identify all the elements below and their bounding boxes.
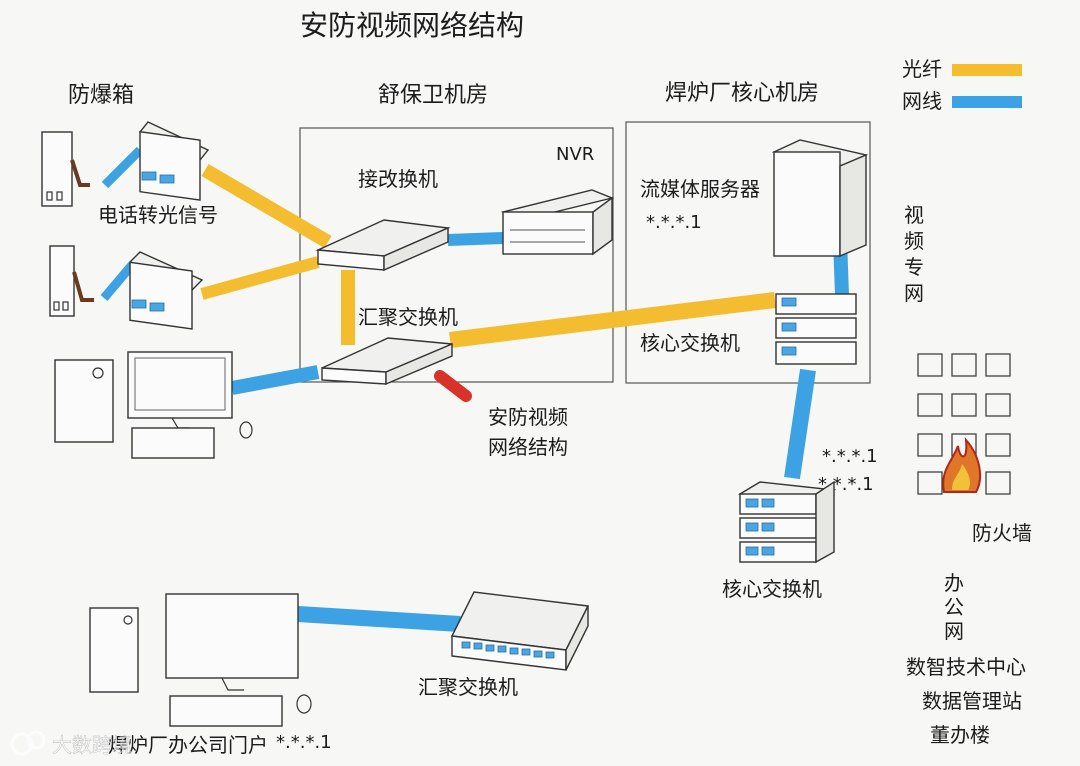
svg-text:办: 办 xyxy=(944,571,964,595)
svg-text:网: 网 xyxy=(944,619,964,643)
office-location-label: 焊炉厂办公司门户 xyxy=(108,733,268,757)
fiber-cable-1 xyxy=(201,163,332,249)
stream-server-device xyxy=(771,139,869,258)
workstation-security xyxy=(54,351,253,459)
watermark-text: 大数跨境 xyxy=(52,733,132,757)
aggregation-switch-top-label: 汇聚交换机 xyxy=(358,305,458,329)
firewall-label: 防火墙 xyxy=(972,521,1032,545)
fiber-cable-2 xyxy=(200,256,320,300)
watermark: 大数跨境 xyxy=(10,730,132,757)
network-cables xyxy=(100,146,849,632)
firewall-grid xyxy=(917,353,1011,495)
net-cable-5 xyxy=(230,365,320,395)
security-net-note-line1: 安防视频 xyxy=(488,405,568,429)
aggregation-switch-bottom-label: 汇聚交换机 xyxy=(418,675,518,699)
svg-text:专: 专 xyxy=(904,255,924,279)
red-link xyxy=(434,370,472,402)
fiber-cables xyxy=(200,163,776,348)
access-switch-label: 接改换机 xyxy=(358,167,438,191)
core-room-label: 焊炉厂核心机房 xyxy=(665,81,819,106)
office-dept-1: 数智技术中心 xyxy=(906,655,1026,679)
stream-server-ip: *.*.*.1 xyxy=(646,212,702,233)
svg-text:网: 网 xyxy=(904,281,924,305)
aggregation-switch-bottom xyxy=(450,591,590,671)
legend-fiber-label: 光纤 xyxy=(902,57,942,81)
net-cable-6 xyxy=(784,368,816,480)
svg-text:公: 公 xyxy=(944,595,964,619)
legend-network-label: 网线 xyxy=(902,89,942,113)
media-converter-label: 电话转光信号 xyxy=(98,203,218,227)
nvr-label: NVR xyxy=(556,144,594,165)
net-cable-2 xyxy=(100,262,136,301)
office-dept-3: 董办楼 xyxy=(930,723,990,747)
office-ip-label: *.*.*.1 xyxy=(276,732,332,753)
security-net-note-line2: 网络结构 xyxy=(488,435,568,459)
explosion-box-unit-2 xyxy=(49,245,204,330)
access-switch xyxy=(315,219,451,272)
ip-label-1: *.*.*.1 xyxy=(822,446,878,467)
office-dept-2: 数据管理站 xyxy=(922,689,1022,713)
core-switch-bottom xyxy=(737,480,837,564)
core-switch-top-label: 核心交换机 xyxy=(640,331,740,355)
core-switch-bottom-label: 核心交换机 xyxy=(722,577,822,601)
stream-server-label: 流媒体服务器 xyxy=(640,177,760,201)
workstation-office xyxy=(89,593,312,727)
core-switch-top xyxy=(775,293,857,365)
office-net-label: 办 公 网 xyxy=(944,571,964,643)
diagram-title: 安防视频网络结构 xyxy=(300,9,524,42)
net-cable-3 xyxy=(447,232,504,246)
nvr-device xyxy=(500,189,615,256)
net-cable-1 xyxy=(101,146,144,189)
legend: 光纤 网线 xyxy=(902,57,1022,113)
aggregation-switch-top xyxy=(321,337,453,386)
svg-text:视: 视 xyxy=(904,203,924,227)
svg-text:频: 频 xyxy=(904,229,924,253)
core-room-box xyxy=(625,121,871,384)
explosion-box-unit-1 xyxy=(41,121,210,207)
video-private-net-label: 视 频 专 网 xyxy=(904,203,924,305)
security-room-label: 舒保卫机房 xyxy=(378,83,488,108)
explosion-box-label: 防爆箱 xyxy=(68,83,134,108)
fiber-cable-4 xyxy=(449,292,776,348)
net-cable-7 xyxy=(297,606,461,632)
